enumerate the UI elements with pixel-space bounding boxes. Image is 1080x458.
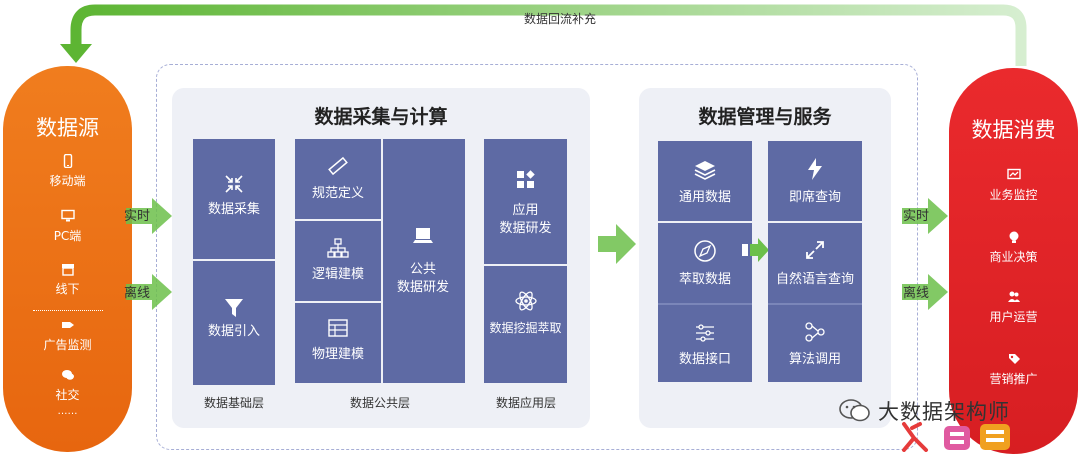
- data-consumer-pill: 数据消费 业务监控 商业决策 用户运营 营销推广: [949, 68, 1078, 454]
- realtime-arrow-left: [126, 198, 172, 234]
- common-layer-column: 规范定义 逻辑建模 物理建模 公共 数据研发: [295, 139, 465, 383]
- service-right-column: 即席查询 自然语言查询 算法调用: [768, 141, 862, 382]
- consumer-item-marketing: 营销推广: [949, 352, 1078, 387]
- general-data-label: 通用数据: [678, 190, 731, 205]
- monitor-icon: [60, 209, 75, 222]
- realtime-label-left: 实时: [124, 209, 151, 224]
- consumer-item-decision: 商业决策: [949, 230, 1078, 265]
- price-tag-icon: [1008, 354, 1020, 364]
- sliders-icon: [696, 324, 714, 342]
- app-dev-label: 应用 数据研发: [499, 203, 552, 236]
- process-frame: [156, 64, 918, 450]
- watermark-logo: [902, 422, 1010, 452]
- table-icon: [328, 319, 348, 337]
- app-layer-column: 应用 数据研发 数据挖掘萃取: [484, 139, 567, 383]
- chat-icon: [61, 370, 74, 380]
- data-api-label: 数据接口: [678, 352, 731, 367]
- realtime-label-right: 实时: [903, 209, 930, 224]
- consumer-item-monitor: 业务监控: [949, 168, 1078, 203]
- store-icon: [61, 264, 74, 276]
- service-right-divider-2: [768, 303, 862, 305]
- source-item-pc: PC端: [3, 209, 132, 244]
- base-divider: [193, 259, 275, 261]
- data-source-pill: 数据源 移动端 PC端 线下 广告监测 社交 ……: [3, 66, 132, 452]
- source-item-more: ……: [57, 406, 78, 417]
- common-vdivider: [381, 139, 383, 383]
- common-dev-label: 公共 数据研发: [396, 262, 449, 295]
- algorithm-icon: [805, 322, 825, 342]
- algorithm-call-label: 算法调用: [788, 352, 841, 367]
- feedback-label: 数据回流补充: [523, 12, 596, 26]
- spec-label: 规范定义: [311, 186, 364, 201]
- phys-label: 物理建模: [311, 347, 364, 362]
- users-icon: [1007, 291, 1020, 302]
- app-caption: 数据应用层: [495, 396, 556, 410]
- base-caption: 数据基础层: [203, 396, 264, 410]
- extract-data-label: 萃取数据: [678, 272, 731, 287]
- nl-query-label: 自然语言查询: [775, 272, 854, 287]
- source-item-mobile: 移动端: [3, 154, 132, 189]
- service-left-column: 通用数据 萃取数据 数据接口: [658, 141, 752, 382]
- source-item-ad: 广告监测: [3, 318, 132, 353]
- watermark-text: 大数据架构师: [878, 400, 1010, 424]
- compute-to-service-arrow: [598, 224, 636, 264]
- offline-label-right: 离线: [903, 286, 930, 301]
- adhoc-query-label: 即席查询: [788, 190, 841, 205]
- dashboard-icon: [1006, 168, 1021, 180]
- expand-arrows-icon: [806, 241, 824, 259]
- common-hdivider-1: [295, 219, 381, 221]
- lightning-icon: [808, 158, 822, 180]
- filter-icon: [225, 299, 243, 317]
- lightbulb-icon: [1009, 231, 1018, 243]
- source-item-social: 社交: [3, 368, 132, 403]
- realtime-arrow-right: [902, 198, 948, 234]
- service-right-divider-1: [768, 221, 862, 223]
- collect-label: 数据采集: [207, 202, 260, 217]
- tag-icon: [61, 322, 74, 328]
- app-divider: [484, 264, 567, 266]
- offline-arrow-right: [902, 274, 948, 310]
- logic-label: 逻辑建模: [311, 267, 364, 282]
- consumer-title: 数据消费: [971, 118, 1056, 142]
- source-item-offline: 线下: [3, 262, 132, 297]
- common-caption: 数据公共层: [349, 396, 410, 410]
- source-divider: [33, 310, 103, 311]
- layers-icon: [694, 161, 716, 180]
- base-layer-column: 数据采集 数据引入: [193, 139, 275, 385]
- common-hdivider-2: [295, 301, 381, 303]
- service-title: 数据管理与服务: [698, 106, 832, 128]
- watermark: 大数据架构师: [838, 394, 1038, 454]
- wechat-icon: [839, 399, 870, 422]
- laptop-box-icon: [413, 228, 433, 243]
- source-title: 数据源: [36, 116, 99, 140]
- hierarchy-icon: [327, 238, 349, 258]
- ruler-icon: [328, 156, 348, 176]
- offline-label-left: 离线: [124, 286, 151, 301]
- compute-title: 数据采集与计算: [314, 106, 448, 128]
- service-left-divider-2: [658, 303, 752, 305]
- offline-arrow-left: [126, 274, 172, 310]
- service-left-divider-1: [658, 221, 752, 223]
- extract-to-query-arrow: [742, 238, 769, 262]
- apps-grid-icon: [516, 170, 535, 188]
- feedback-arrow: [60, 4, 1027, 66]
- compass-icon: [694, 240, 716, 262]
- consumer-item-ops: 用户运营: [949, 290, 1078, 325]
- compress-arrows-icon: [225, 175, 243, 193]
- mining-label: 数据挖掘萃取: [489, 321, 562, 335]
- atom-icon: [514, 291, 537, 311]
- mobile-icon: [63, 154, 72, 168]
- ingest-label: 数据引入: [207, 324, 260, 339]
